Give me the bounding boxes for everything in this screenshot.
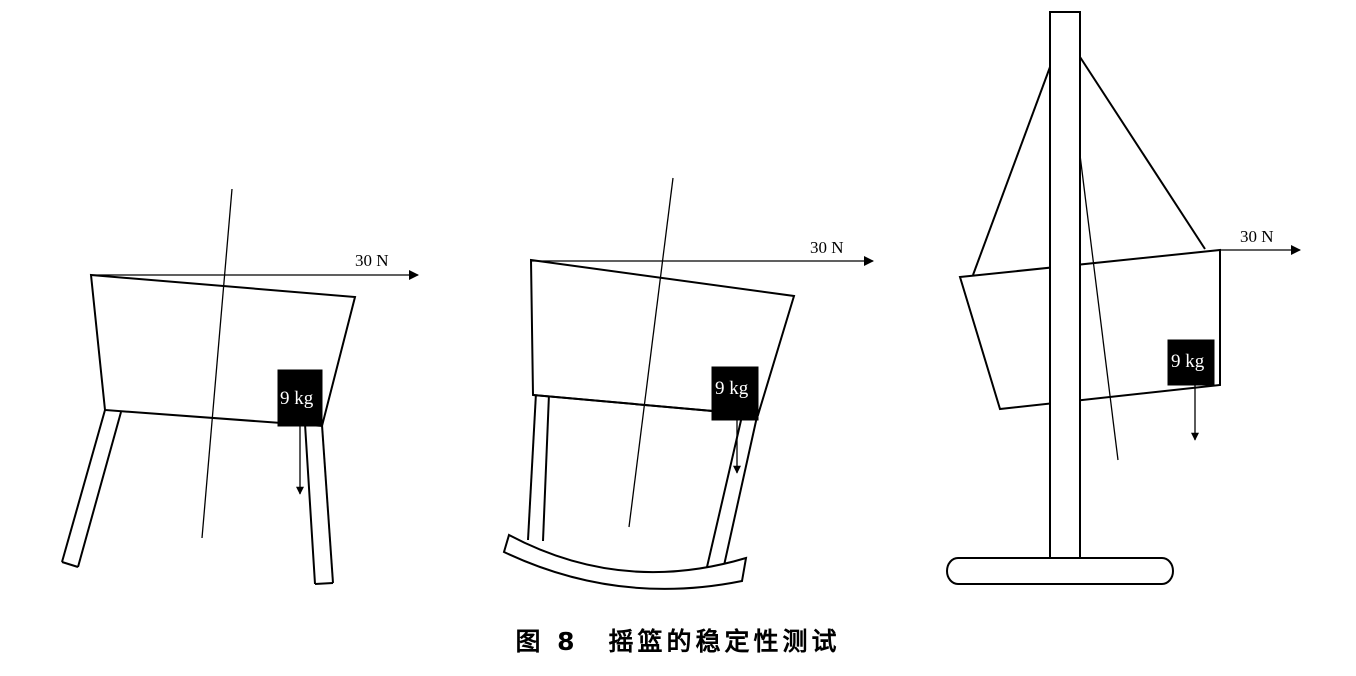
left-post-outer xyxy=(527,392,537,541)
rocker-cradle: 30 N 9 kg xyxy=(502,177,874,590)
right-leg-back-edge xyxy=(321,424,334,584)
tilt-axis-line xyxy=(628,177,674,528)
force-label: 30 N xyxy=(1240,227,1274,246)
force-label: 30 N xyxy=(810,238,844,257)
figure-title: 摇篮的稳定性测试 xyxy=(608,627,841,656)
tilt-axis-line xyxy=(201,188,233,539)
right-post-inner xyxy=(722,411,759,571)
legged-cradle: 30 N 9 kg xyxy=(61,188,419,585)
figure-caption: 图 8 摇篮的稳定性测试 xyxy=(0,622,1356,658)
left-leg-front-edge xyxy=(61,409,106,563)
weight-label: 9 kg xyxy=(280,388,314,409)
right-post-outer xyxy=(706,415,743,568)
right-leg-front-edge xyxy=(304,423,316,585)
cradle-basket xyxy=(958,248,1221,411)
stand-pole xyxy=(1049,11,1081,559)
weight-block xyxy=(1167,339,1215,386)
left-post-inner xyxy=(542,393,550,542)
stand-base xyxy=(946,557,1174,585)
tilt-axis-line xyxy=(1079,154,1119,461)
hanging-cradle: 30 N 9 kg xyxy=(946,11,1301,585)
force-label: 30 N xyxy=(355,251,389,270)
weight-block xyxy=(277,369,323,427)
right-hanging-rope xyxy=(1079,56,1206,250)
weight-label: 9 kg xyxy=(1171,351,1205,372)
left-leg-foot xyxy=(61,561,79,568)
weight-label: 9 kg xyxy=(715,378,749,399)
right-leg-foot xyxy=(314,582,334,585)
left-hanging-rope xyxy=(972,66,1051,276)
left-leg-back-edge xyxy=(77,411,122,568)
rocker-base xyxy=(502,533,748,590)
figure-number: 图 8 xyxy=(515,627,579,656)
weight-block xyxy=(711,366,759,421)
